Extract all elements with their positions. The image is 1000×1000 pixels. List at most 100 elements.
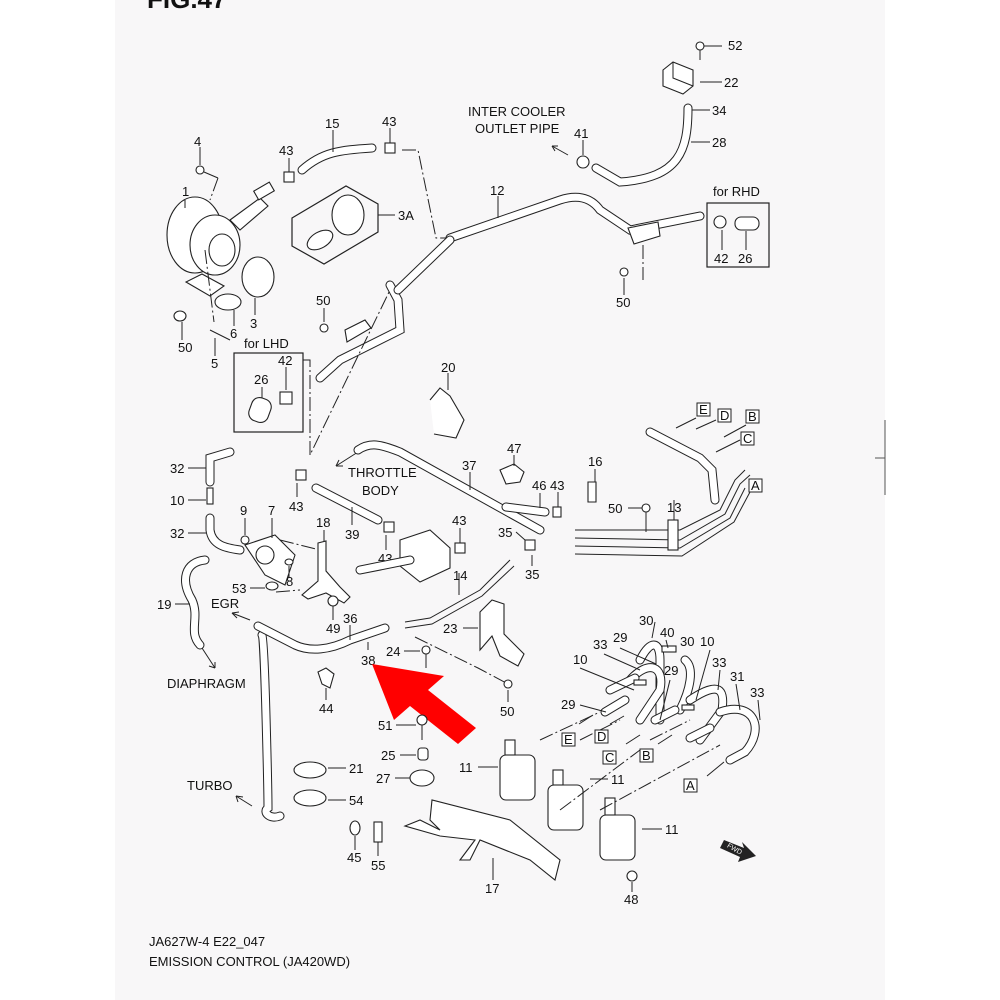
part-label-37: 37 bbox=[462, 458, 476, 473]
hose-26-rhd bbox=[734, 216, 760, 231]
part-label-50-d: 50 bbox=[500, 704, 514, 719]
for-lhd-box bbox=[233, 352, 304, 433]
part-label-40: 40 bbox=[660, 625, 674, 640]
part-label-36: 36 bbox=[343, 611, 357, 626]
clamp-21 bbox=[293, 761, 327, 779]
part-label-5: 50 bbox=[178, 340, 192, 355]
screw-9 bbox=[240, 535, 250, 545]
bolt-24 bbox=[421, 645, 431, 655]
bolt-50-a bbox=[619, 267, 629, 277]
part-label-30-b: 30 bbox=[680, 634, 694, 649]
part-label-3A: 3A bbox=[398, 208, 414, 223]
connector-letter-B-top: B bbox=[748, 409, 757, 424]
grommet-27 bbox=[409, 769, 435, 787]
part-label-19: 19 bbox=[157, 597, 171, 612]
connector-letter-C-bottom: C bbox=[605, 750, 614, 765]
clamp-42-lhd bbox=[279, 391, 293, 405]
bolt-51 bbox=[416, 714, 428, 726]
part-label-27: 27 bbox=[376, 771, 390, 786]
part-label-20: 20 bbox=[441, 360, 455, 375]
part-label-18: 18 bbox=[316, 515, 330, 530]
vsv-solenoid-11-a bbox=[478, 739, 536, 801]
part-label-35-b: 35 bbox=[525, 567, 539, 582]
part-label-47: 47 bbox=[507, 441, 521, 456]
part-label-29-a: 29 bbox=[613, 630, 627, 645]
part-label-4: 4 bbox=[194, 134, 201, 149]
bolt-52 bbox=[695, 41, 705, 51]
connector-letters-top: E D B C A bbox=[675, 402, 763, 493]
clamp-43-a bbox=[283, 171, 295, 183]
annotation-for-lhd: for LHD bbox=[244, 336, 289, 351]
part-label-3: 6 bbox=[230, 326, 237, 341]
connector-10-a bbox=[206, 487, 214, 505]
hose-26-lhd bbox=[248, 397, 272, 423]
part-label-44: 44 bbox=[319, 701, 333, 716]
pressure-sensor-assembly bbox=[551, 41, 722, 187]
nut-5 bbox=[173, 310, 187, 322]
part-label-22: 22 bbox=[724, 75, 738, 90]
part-label-1: 1 bbox=[182, 184, 189, 199]
part-label-30-a: 30 bbox=[639, 613, 653, 628]
part-label-6: 5 bbox=[211, 356, 218, 371]
pipe-12-bracket bbox=[627, 221, 661, 245]
part-label-34: 34 bbox=[712, 103, 726, 118]
part-label-52: 52 bbox=[728, 38, 742, 53]
part-label-21: 21 bbox=[349, 761, 363, 776]
part-label-39: 39 bbox=[345, 527, 359, 542]
part-label-55: 55 bbox=[371, 858, 385, 873]
bracket-17 bbox=[403, 799, 561, 881]
part-label-10-c: 10 bbox=[573, 652, 587, 667]
part-label-41: 41 bbox=[574, 126, 588, 141]
part-label-42-lhd: 42 bbox=[278, 353, 292, 368]
highlight-arrow bbox=[372, 664, 476, 744]
clamp-43-f bbox=[454, 542, 466, 554]
part-label-33-b: 33 bbox=[712, 655, 726, 670]
bracket-18 bbox=[301, 540, 351, 604]
annotation-egr: EGR bbox=[211, 596, 239, 611]
annotation-diaphragm: DIAPHRAGM bbox=[167, 676, 246, 691]
connector-letter-D-bottom: D bbox=[597, 729, 606, 744]
page-background bbox=[115, 0, 885, 1000]
part-label-33-c: 33 bbox=[750, 685, 764, 700]
annotation-inter-cooler-line2: OUTLET PIPE bbox=[475, 121, 560, 136]
connector-letter-C-top: C bbox=[743, 431, 752, 446]
bolt-4 bbox=[195, 165, 205, 175]
connector-letter-A-bottom: A bbox=[686, 778, 695, 793]
clamp-54 bbox=[293, 789, 327, 807]
connector-letter-D-top: D bbox=[720, 408, 729, 423]
clamp-43-e bbox=[383, 521, 395, 533]
part-label-17: 17 bbox=[485, 881, 499, 896]
for-rhd-box bbox=[706, 202, 770, 268]
part-label-35-a: 35 bbox=[498, 525, 512, 540]
part-label-46: 16 bbox=[588, 454, 602, 469]
part-label-32-a: 32 bbox=[170, 461, 184, 476]
part-label-7: 7 bbox=[268, 503, 275, 518]
part-label-29-b: 29 bbox=[664, 663, 678, 678]
figure-code: JA627W-4 E22_047 bbox=[149, 934, 265, 949]
part-label-51: 51 bbox=[378, 718, 392, 733]
cap-8 bbox=[284, 558, 294, 566]
part-label-43-a: 43 bbox=[279, 143, 293, 158]
part-label-11-a: 11 bbox=[459, 760, 473, 775]
clamp-42-rhd bbox=[713, 215, 727, 229]
connector-letter-E-bottom: E bbox=[564, 732, 573, 747]
part-label-9: 9 bbox=[240, 503, 247, 518]
connector-letter-B-bottom: B bbox=[642, 748, 651, 763]
part-label-32-b: 32 bbox=[170, 526, 184, 541]
part-label-50-b: 50 bbox=[316, 293, 330, 308]
part-label-16: 46 bbox=[532, 478, 546, 493]
part-label-53: 53 bbox=[232, 581, 246, 596]
part-label-12: 12 bbox=[490, 183, 504, 198]
annotation-turbo: TURBO bbox=[187, 778, 233, 793]
part-label-50-a: 50 bbox=[616, 295, 630, 310]
annotation-throttle-body-line1: THROTTLE bbox=[348, 465, 417, 480]
clip-44 bbox=[317, 667, 335, 689]
bolt-50-d bbox=[503, 679, 513, 689]
part-label-2: 3 bbox=[250, 316, 257, 331]
part-label-49: 49 bbox=[326, 621, 340, 636]
vacuum-pump-assembly bbox=[166, 147, 276, 356]
part-label-29-c: 29 bbox=[561, 697, 575, 712]
vsv-assembly-7 bbox=[240, 518, 321, 593]
bolt-50-b bbox=[319, 323, 329, 333]
